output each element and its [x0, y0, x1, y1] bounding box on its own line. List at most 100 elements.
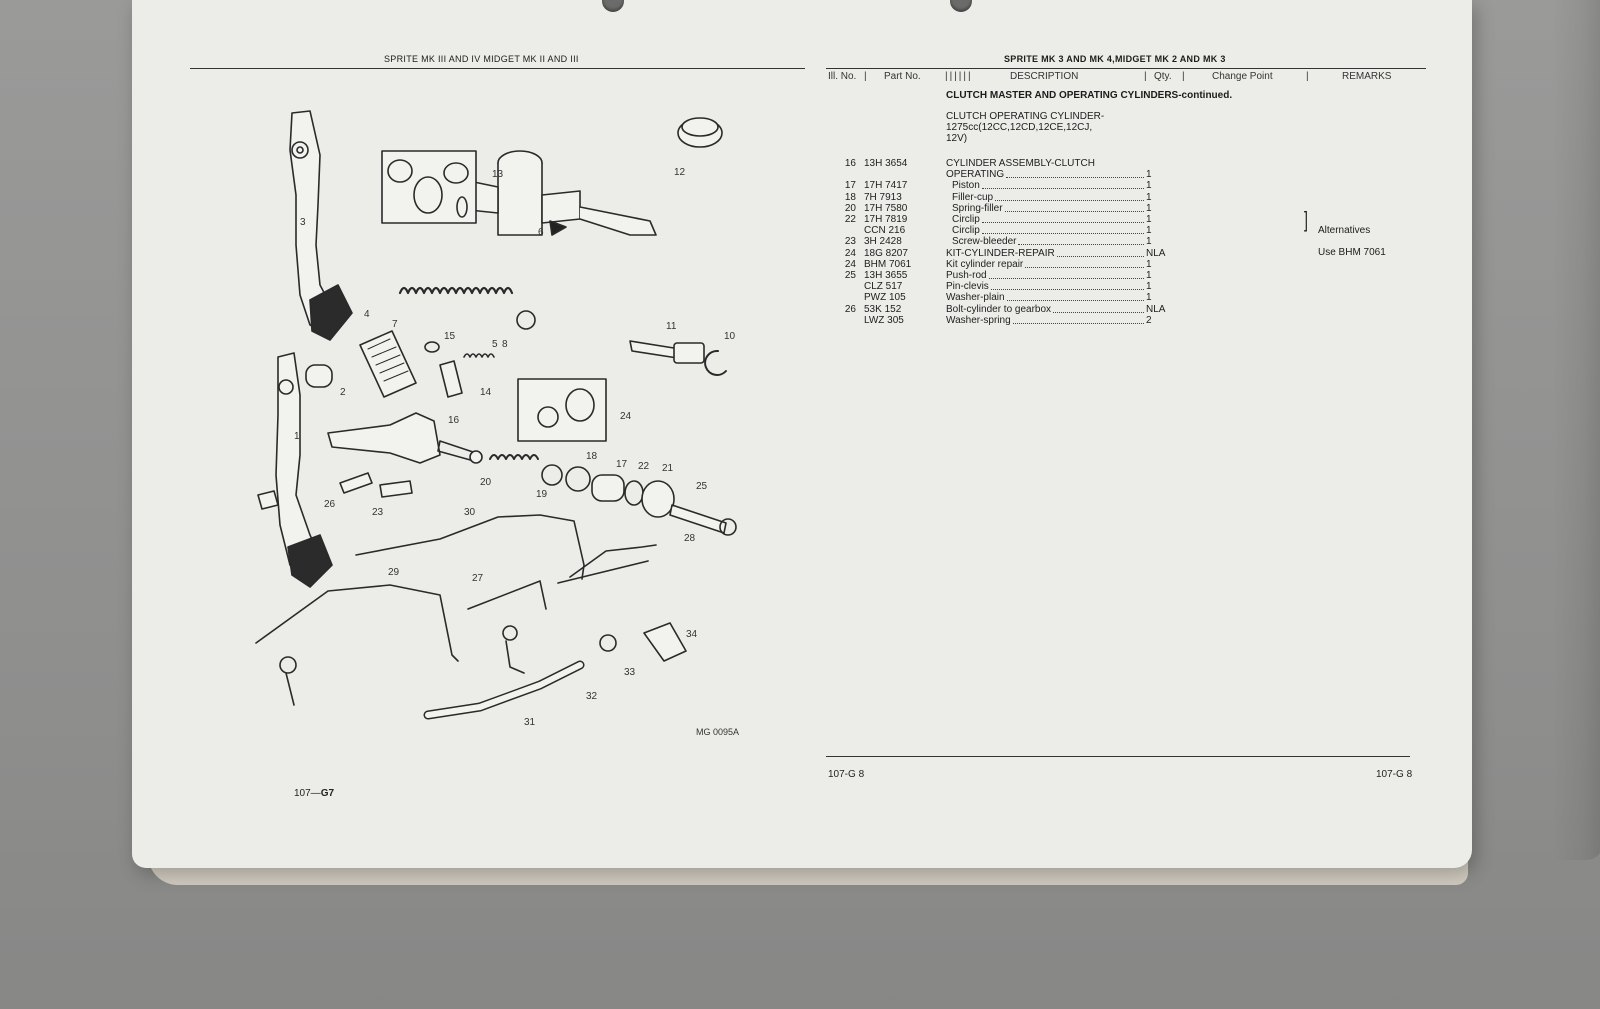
callout-14: 14 [480, 387, 492, 398]
row-description: Circlip [952, 225, 980, 237]
callout-8: 8 [502, 339, 508, 350]
callout-29: 29 [388, 567, 400, 578]
subtitle-line: 12V) [946, 133, 968, 144]
row-part-no: LWZ 305 [864, 314, 904, 326]
dot-leader [988, 271, 1144, 279]
row-description: Washer-plain [946, 292, 1005, 304]
row-description: Screw-bleeder [952, 236, 1017, 248]
operating-cylinder-16 [327, 412, 483, 464]
row-qty: 1 [1146, 180, 1152, 192]
row-part-no: 13H 3654 [864, 158, 908, 169]
row-description: CYLINDER ASSEMBLY-CLUTCH [946, 158, 1095, 169]
pipe-27 [467, 580, 547, 674]
row-qty: 1 [1146, 225, 1152, 237]
row-part-no: PWZ 105 [864, 292, 906, 304]
row-ill-no: 20 [844, 202, 856, 214]
binder-hole-right [950, 0, 972, 12]
remark-alternatives: Alternatives [1318, 225, 1371, 236]
row-part-no: 7H 7913 [864, 191, 902, 203]
col-remarks: REMARKS [1342, 71, 1392, 82]
spring-7 [398, 286, 536, 330]
dot-leader [1004, 204, 1144, 212]
dot-leader [1006, 293, 1144, 302]
row-ill-no: 22 [844, 214, 856, 225]
callout-19: 19 [536, 489, 548, 500]
exploded-diagram: 3 1 2 4 5 6 7 8 10 11 12 13 14 15 16 17 … [240, 95, 760, 745]
row-ill-no: 26 [844, 303, 856, 315]
dot-leader [1053, 305, 1144, 313]
dot-leader [995, 193, 1144, 201]
left-page-number-prefix: 107— [294, 788, 321, 799]
row-ill-no: 24 [844, 247, 856, 259]
row-qty: 1 [1146, 191, 1152, 203]
clip-34 [643, 622, 687, 662]
left-page-number: 107—G7 [294, 789, 334, 799]
callout-21: 21 [662, 463, 674, 474]
callout-27: 27 [472, 573, 484, 584]
col-change-point: Change Point [1212, 71, 1273, 82]
right-page-header: SPRITE MK 3 AND MK 4,MIDGET MK 2 AND MK … [1004, 54, 1226, 64]
row-qty: 1 [1146, 236, 1152, 248]
dot-leader [981, 215, 1144, 223]
right-footer-left: 107-G 8 [828, 769, 865, 780]
dot-leader [1025, 260, 1144, 268]
kit-box-24 [517, 378, 607, 442]
pipe-30 [355, 514, 585, 580]
callout-32: 32 [586, 691, 598, 702]
row-ill-no: 18 [844, 191, 856, 203]
dot-leader [1006, 170, 1144, 179]
callout-34: 34 [686, 629, 698, 640]
row-description: Filler-cup [952, 191, 994, 203]
dot-leader [981, 226, 1144, 235]
callout-20: 20 [480, 477, 492, 488]
row-qty: 1 [1146, 270, 1152, 281]
callout-13: 13 [492, 169, 504, 180]
bolt-14-15-5 [424, 341, 495, 398]
row-part-no: 17H 7819 [864, 214, 908, 225]
callout-4: 4 [364, 309, 370, 320]
callout-15: 15 [444, 331, 456, 342]
col-qty: Qty. [1154, 71, 1172, 82]
dot-leader [981, 181, 1144, 190]
right-footer-right: 107-G 8 [1376, 769, 1413, 780]
right-footer-rule [826, 756, 1410, 757]
left-page-number-bold: G7 [320, 788, 335, 799]
section-title: CLUTCH MASTER AND OPERATING CYLINDERS-co… [946, 90, 1233, 101]
bolts-23-26 [339, 472, 413, 498]
row-part-no: BHM 7061 [864, 258, 912, 270]
row-qty: 1 [1146, 258, 1152, 270]
col-bars: |||||| [945, 71, 973, 82]
kit-box-13 [381, 150, 477, 224]
row-part-no: 13H 3655 [864, 270, 908, 281]
callout-26: 26 [324, 499, 336, 510]
subtitle-line: CLUTCH OPERATING CYLINDER- [946, 111, 1105, 122]
row-ill-no: 16 [844, 158, 856, 169]
pedal-pad-4 [359, 330, 417, 398]
callout-5: 5 [492, 339, 498, 350]
clutch-pedal-upper [289, 110, 353, 341]
callout-12: 12 [674, 167, 686, 178]
row-part-no: 18G 8207 [864, 247, 908, 259]
row-description: Kit cylinder repair [946, 258, 1024, 270]
col-ill-no: Ill. No. [828, 71, 857, 82]
col-divider: | [864, 71, 867, 82]
callout-25: 25 [696, 481, 708, 492]
row-ill-no: 25 [844, 270, 856, 281]
callout-24: 24 [620, 411, 632, 422]
callout-16: 16 [448, 415, 460, 426]
callout-18: 18 [586, 451, 598, 462]
left-page-header: SPRITE MK III AND IV MIDGET MK II AND II… [384, 54, 579, 64]
callout-30: 30 [464, 507, 476, 518]
col-part-no: Part No. [884, 71, 921, 82]
row-ill-no: 24 [844, 258, 856, 270]
callout-17: 17 [616, 459, 628, 470]
col-divider: | [1306, 71, 1309, 82]
pushrod-11 [629, 340, 727, 376]
row-description: KIT-CYLINDER-REPAIR [946, 247, 1055, 259]
row-part-no: CLZ 517 [864, 281, 903, 293]
callout-6: 6 [538, 227, 544, 238]
subtitle-line: 1275cc(12CC,12CD,12CE,12CJ, [946, 122, 1093, 133]
callout-1: 1 [294, 431, 300, 442]
callout-2: 2 [340, 387, 346, 398]
hose-31 [423, 660, 585, 720]
